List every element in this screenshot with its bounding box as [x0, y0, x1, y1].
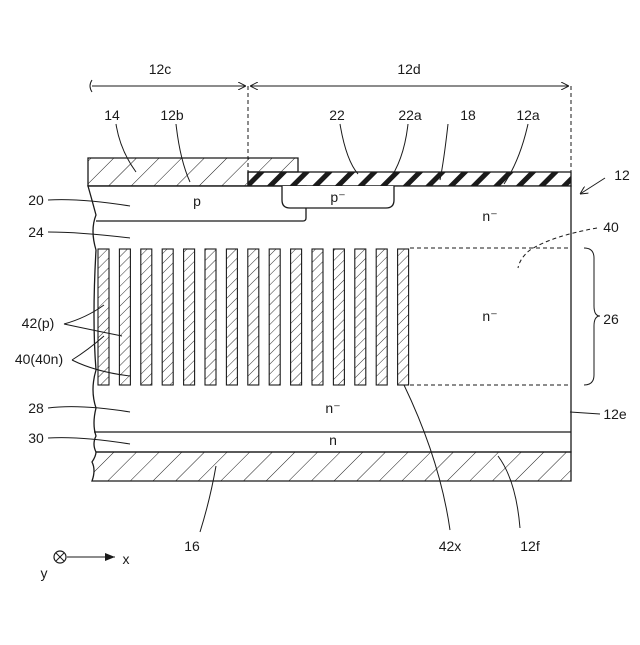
- region-n-minus-top: n⁻: [482, 208, 497, 224]
- p-pillar: [291, 249, 302, 385]
- p-pillar: [312, 249, 323, 385]
- p-pillar: [355, 249, 366, 385]
- label-40n: 40(40n): [15, 351, 63, 367]
- p-pillar: [376, 249, 387, 385]
- label-axis-x: x: [123, 551, 130, 567]
- label-12: 12: [614, 167, 630, 183]
- region-n-minus-bottom: n⁻: [325, 400, 340, 416]
- brace-26: [584, 248, 600, 385]
- region-n: n: [329, 432, 337, 448]
- label-12e: 12e: [603, 406, 627, 422]
- label-12b: 12b: [160, 107, 184, 123]
- p-pillar: [333, 249, 344, 385]
- label-22a: 22a: [398, 107, 422, 123]
- label-12d: 12d: [397, 61, 420, 77]
- label-20: 20: [28, 192, 44, 208]
- label-16: 16: [184, 538, 200, 554]
- label-26: 26: [603, 311, 619, 327]
- label-18: 18: [460, 107, 476, 123]
- p-pillar: [184, 249, 195, 385]
- label-40: 40: [603, 219, 619, 235]
- p-pillar: [162, 249, 173, 385]
- p-pillar: [119, 249, 130, 385]
- label-12f: 12f: [520, 538, 540, 554]
- label-30: 30: [28, 430, 44, 446]
- label-24: 24: [28, 224, 44, 240]
- p-pillar: [205, 249, 216, 385]
- p-pillar: [269, 249, 280, 385]
- insulator-22: [248, 172, 571, 186]
- p-pillar: [98, 249, 109, 385]
- label-42x: 42x: [439, 538, 462, 554]
- label-12c: 12c: [149, 61, 172, 77]
- p-pillar: [226, 249, 237, 385]
- label-28: 28: [28, 400, 44, 416]
- p-pillar: [141, 249, 152, 385]
- pillar-group: [98, 249, 409, 385]
- label-42p: 42(p): [22, 315, 55, 331]
- label-axis-y: y: [41, 565, 48, 581]
- pillar-42x: [398, 249, 409, 385]
- region-p: p: [193, 193, 201, 209]
- region-p-minus: p⁻: [330, 189, 345, 205]
- p-pillar: [248, 249, 259, 385]
- label-14: 14: [104, 107, 120, 123]
- electrode-16: [92, 452, 571, 481]
- label-12a: 12a: [516, 107, 540, 123]
- label-22: 22: [329, 107, 345, 123]
- region-n-minus-mid: n⁻: [482, 308, 497, 324]
- axis-indicator: [54, 551, 115, 563]
